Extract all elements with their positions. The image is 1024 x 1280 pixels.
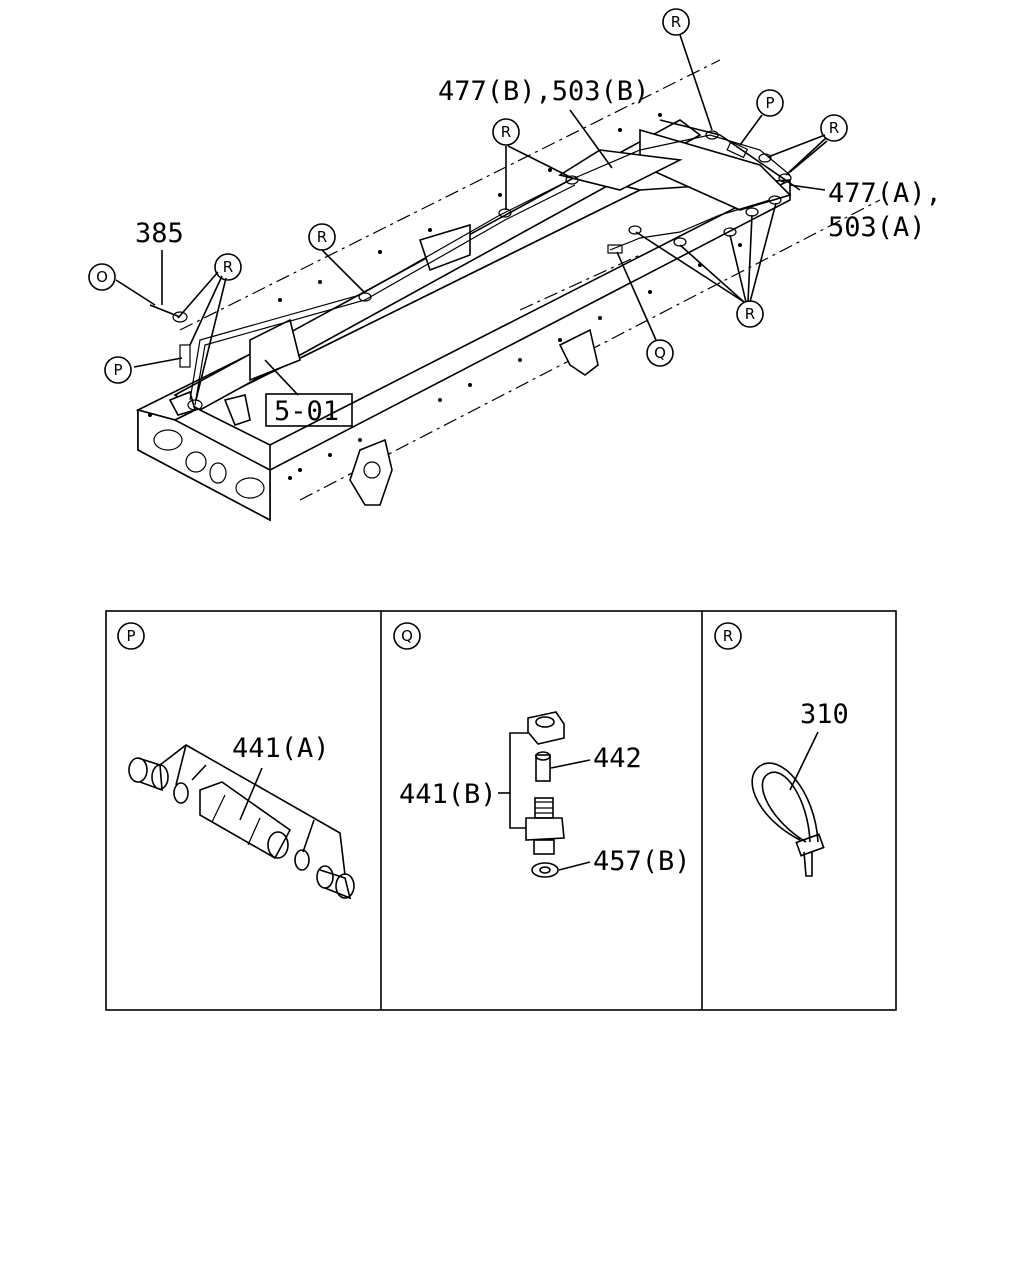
circle-label-r-center: R [492, 118, 520, 146]
svg-text:R: R [223, 258, 233, 276]
panel-r-circle-label: R [714, 622, 742, 650]
ref-box-5-01: 5-01 [265, 393, 353, 427]
callout-457b: 457(B) [593, 846, 691, 877]
svg-text:O: O [96, 268, 108, 286]
callout-477a: 477(A), [828, 178, 942, 209]
leader-lines [115, 34, 828, 401]
panel-p-circle-label: P [117, 622, 145, 650]
circle-label-p-right: P [756, 89, 784, 117]
svg-text:R: R [671, 13, 681, 31]
callout-503a: 503(A) [828, 212, 926, 243]
circle-label-q: Q [646, 339, 674, 367]
svg-text:Q: Q [654, 344, 666, 362]
callout-385: 385 [135, 218, 184, 249]
callout-441b: 441(B) [399, 779, 497, 810]
callout-310: 310 [800, 699, 849, 730]
circle-label-r-right: R [820, 114, 848, 142]
circle-label-r-mid: R [308, 223, 336, 251]
svg-text:P: P [113, 361, 122, 379]
svg-text:R: R [317, 228, 327, 246]
connector-assembly-p [128, 757, 355, 900]
svg-text:5-01: 5-01 [274, 396, 339, 427]
svg-text:R: R [829, 119, 839, 137]
panel-q-circle-label: Q [393, 622, 421, 650]
circle-label-r-top: R [662, 8, 690, 36]
detail-panels [105, 610, 897, 1011]
svg-text:P: P [765, 94, 774, 112]
panel-r: R 310 [714, 622, 849, 877]
circle-label-r-left: R [214, 253, 242, 281]
circle-label-o: O [88, 263, 116, 291]
truck-frame [135, 59, 881, 522]
svg-text:R: R [723, 627, 733, 645]
callout-441a: 441(A) [232, 733, 330, 764]
circle-label-p-left: P [104, 356, 132, 384]
svg-text:P: P [126, 627, 135, 645]
circle-label-r-bottom: R [736, 300, 764, 328]
cable-tie [751, 762, 825, 877]
callout-477b-503b: 477(B),503(B) [438, 76, 649, 107]
fitting-assembly-q [525, 711, 565, 878]
svg-text:R: R [745, 305, 755, 323]
svg-text:R: R [501, 123, 511, 141]
panel-p: P 441(A) [117, 622, 355, 900]
callout-442: 442 [593, 743, 642, 774]
svg-text:Q: Q [401, 627, 413, 645]
panel-q: Q 441(B) 442 457(B) [393, 622, 691, 878]
